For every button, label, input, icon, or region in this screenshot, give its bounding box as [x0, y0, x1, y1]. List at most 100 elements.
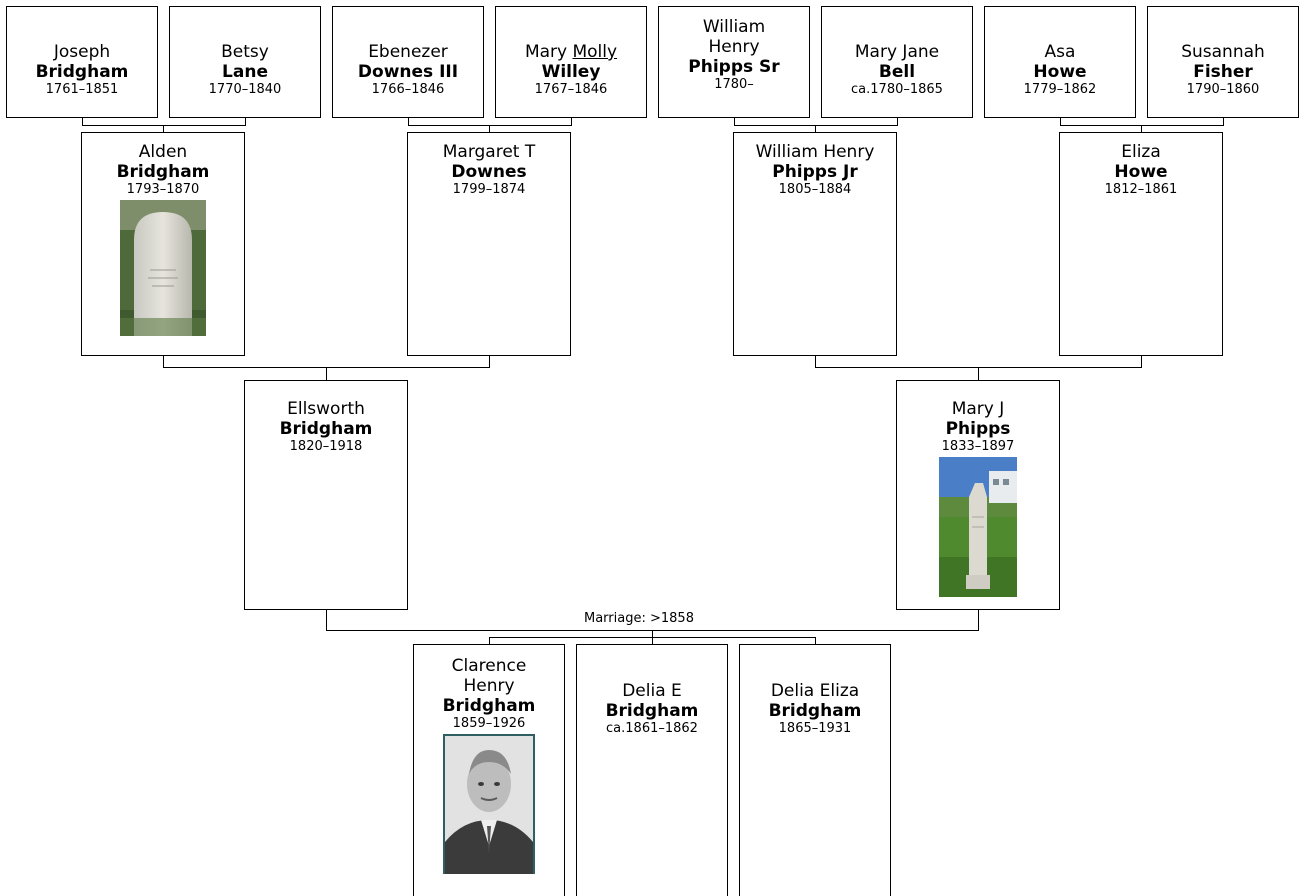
connector-line	[897, 118, 898, 126]
connector-line	[489, 356, 490, 368]
given-name: Betsy	[221, 42, 269, 62]
life-dates: 1805–1884	[778, 182, 852, 197]
connector-line	[652, 630, 653, 638]
surname: Fisher	[1193, 62, 1253, 82]
connector-line	[163, 125, 164, 133]
gravestone-photo[interactable]	[120, 200, 206, 336]
connector-line	[734, 118, 735, 126]
person-box[interactable]: Clarence Henry Bridgham 1859–1926	[413, 644, 565, 896]
connector-line	[82, 125, 246, 126]
surname: Bridgham	[442, 696, 536, 716]
surname: Phipps Jr	[772, 162, 858, 182]
connector-line	[489, 637, 490, 645]
given-name: Joseph	[53, 42, 111, 62]
person-box[interactable]: Eliza Howe 1812–1861	[1059, 132, 1223, 356]
connector-line	[1060, 125, 1224, 126]
person-box[interactable]: Mary J Phipps 1833–1897	[896, 380, 1060, 610]
surname: Howe	[1033, 62, 1087, 82]
given-name: Ellsworth	[287, 399, 365, 419]
given-name-part: Mary	[524, 42, 568, 62]
person-box[interactable]: Ebenezer Downes III 1766–1846	[332, 6, 484, 118]
connector-line	[734, 125, 898, 126]
surname: Lane	[222, 62, 268, 82]
person-box[interactable]: Delia E Bridgham ca.1861–1862	[576, 644, 728, 896]
given-name: Eliza	[1121, 142, 1161, 162]
person-box[interactable]: Delia Eliza Bridgham 1865–1931	[739, 644, 891, 896]
life-dates: ca.1780–1865	[851, 82, 943, 97]
surname: Bell	[878, 62, 916, 82]
given-name-line-2: Henry	[708, 37, 760, 57]
life-dates: 1799–1874	[452, 182, 526, 197]
surname: Bridgham	[35, 62, 129, 82]
given-name: Clarence	[451, 656, 527, 676]
gravestone-photo[interactable]	[939, 457, 1017, 597]
connector-line	[978, 367, 979, 381]
life-dates: 1790–1860	[1186, 82, 1260, 97]
person-box[interactable]: Mary Jane Bell ca.1780–1865	[821, 6, 973, 118]
life-dates: 1779–1862	[1023, 82, 1097, 97]
connector-line	[489, 125, 490, 133]
given-name: William Henry	[755, 142, 875, 162]
person-box[interactable]: Joseph Bridgham 1761–1851	[6, 6, 158, 118]
life-dates: 1766–1846	[371, 82, 445, 97]
surname: Bridgham	[605, 701, 699, 721]
life-dates: 1820–1918	[289, 439, 363, 454]
life-dates: 1865–1931	[778, 721, 852, 736]
given-name: Delia Eliza	[770, 681, 860, 701]
life-dates: 1859–1926	[452, 716, 526, 731]
surname: Downes III	[357, 62, 459, 82]
person-box[interactable]: Betsy Lane 1770–1840	[169, 6, 321, 118]
surname: Bridgham	[768, 701, 862, 721]
person-box[interactable]: William Henry Phipps Jr 1805–1884	[733, 132, 897, 356]
given-name: Alden	[138, 142, 188, 162]
connector-line	[1141, 125, 1142, 133]
life-dates: 1793–1870	[126, 182, 200, 197]
surname: Bridgham	[279, 419, 373, 439]
life-dates: 1770–1840	[208, 82, 282, 97]
life-dates: 1761–1851	[45, 82, 119, 97]
life-dates: ca.1861–1862	[606, 721, 698, 736]
connector-line	[245, 118, 246, 126]
person-box[interactable]: Alden Bridgham 1793–1870	[81, 132, 245, 356]
given-name: Susannah	[1181, 42, 1265, 62]
surname: Willey	[541, 62, 601, 82]
given-name: Mary J	[951, 399, 1005, 419]
given-name: Delia E	[622, 681, 682, 701]
connector-line	[978, 610, 979, 631]
surname: Downes	[451, 162, 527, 182]
given-name-line-2: Henry	[463, 676, 515, 696]
connector-line	[815, 125, 816, 133]
person-box[interactable]: Margaret T Downes 1799–1874	[407, 132, 571, 356]
person-box[interactable]: Susannah Fisher 1790–1860	[1147, 6, 1299, 118]
given-name: Margaret T	[442, 142, 536, 162]
life-dates: 1833–1897	[941, 439, 1015, 454]
given-name: Ebenezer	[368, 42, 448, 62]
surname: Howe	[1114, 162, 1168, 182]
connector-line	[652, 637, 653, 645]
connector-line	[163, 356, 164, 368]
person-box[interactable]: Ellsworth Bridgham 1820–1918	[244, 380, 408, 610]
surname: Bridgham	[116, 162, 210, 182]
connector-line	[326, 367, 327, 381]
connector-line	[815, 356, 816, 368]
connector-line	[815, 637, 816, 645]
surname: Phipps Sr	[688, 57, 780, 77]
portrait-photo[interactable]	[443, 734, 535, 874]
connector-line	[1141, 356, 1142, 368]
connector-line	[408, 118, 409, 126]
connector-line	[326, 610, 327, 631]
connector-line	[1060, 118, 1061, 126]
marriage-label: Marriage: >1858	[582, 611, 696, 626]
given-name: Mary Jane	[854, 42, 940, 62]
given-name: Asa	[1044, 42, 1076, 62]
connector-line	[571, 118, 572, 126]
connector-line	[1223, 118, 1224, 126]
given-name: William	[702, 17, 766, 37]
nickname: Molly	[572, 42, 618, 62]
person-box[interactable]: Asa Howe 1779–1862	[984, 6, 1136, 118]
life-dates: 1767–1846	[534, 82, 608, 97]
person-box[interactable]: Mary Molly Willey 1767–1846	[495, 6, 647, 118]
given-name: Mary Molly	[496, 42, 646, 62]
person-box[interactable]: William Henry Phipps Sr 1780–	[658, 6, 810, 118]
connector-line	[408, 125, 572, 126]
